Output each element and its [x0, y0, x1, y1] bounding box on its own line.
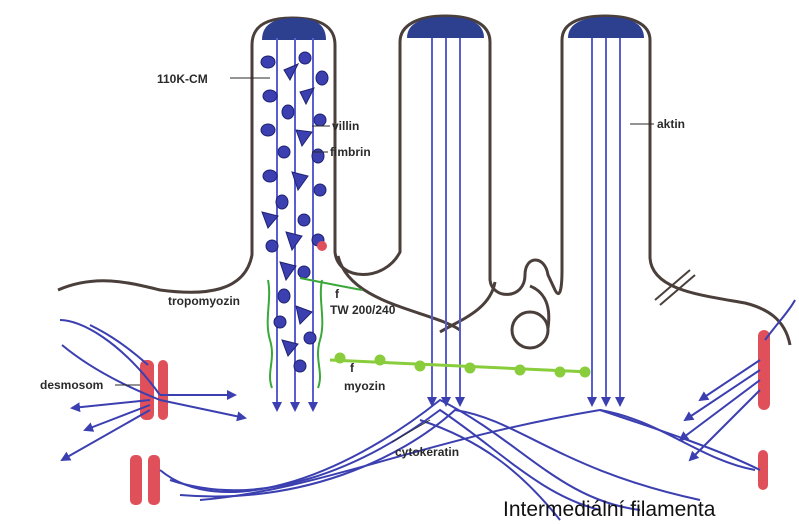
intermediate-filaments — [60, 300, 795, 520]
label-desmosom: desmosom — [40, 378, 103, 392]
caption-intermediate-filaments: Intermediální filamenta — [503, 495, 799, 524]
label-cytokeratin: cytokeratin — [395, 445, 459, 459]
label-villin: villin — [332, 119, 359, 133]
label-aktin: aktin — [657, 117, 685, 131]
actin-bundle-middle — [432, 38, 460, 405]
label-f-tw: f — [335, 287, 340, 301]
label-f-myozin: f — [350, 361, 355, 375]
desmosome-right — [758, 330, 770, 490]
label-fimbrin: fimbrin — [330, 145, 371, 159]
label-tw-200-240: TW 200/240 — [330, 303, 396, 317]
actin-bundle-right — [592, 38, 620, 405]
label-myozin: myozin — [344, 379, 385, 393]
red-dot — [317, 241, 327, 251]
label-tropomyozin: tropomyozin — [168, 294, 240, 308]
microvillus-caps — [262, 17, 644, 40]
label-110k-cm: 110K-CM — [157, 72, 208, 86]
